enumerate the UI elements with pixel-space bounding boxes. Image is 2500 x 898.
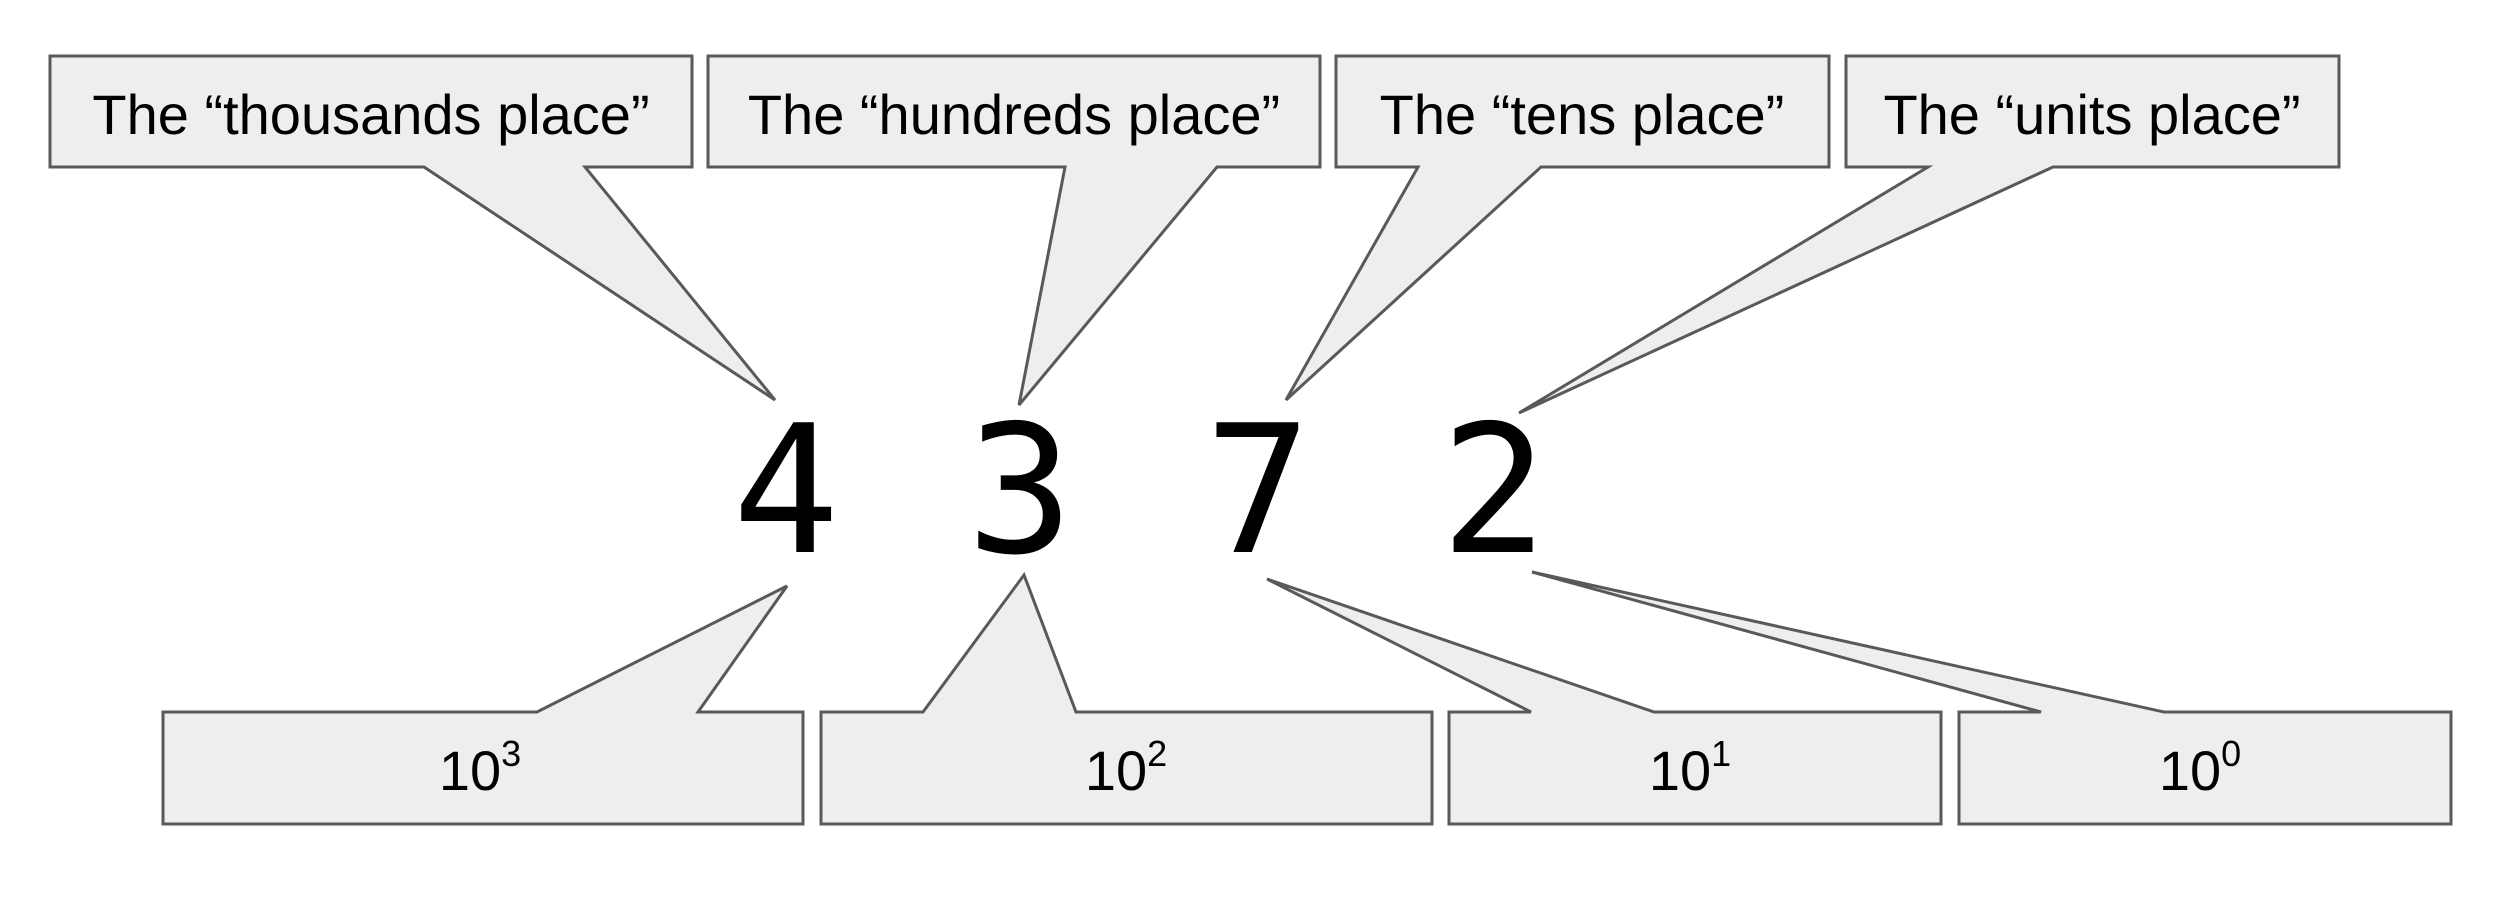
callout-power-3: 103 [161, 584, 805, 826]
callout-units-place-shape [1518, 54, 2341, 415]
power-3-exponent: 3 [501, 733, 521, 774]
callout-power-1-shape [1266, 577, 1943, 826]
callout-hundreds-place: The “hundreds place” [706, 54, 1322, 406]
callout-thousands-place-shape [48, 54, 777, 402]
power-label-2: 102 [1085, 733, 1167, 802]
power-0-exponent: 0 [2221, 733, 2241, 774]
power-2-base: 10 [1085, 739, 1147, 802]
power-label-1: 101 [1649, 733, 1731, 802]
callout-power-0-shape [1531, 570, 2453, 826]
digit-units: 2 [1440, 387, 1547, 594]
power-2-exponent: 2 [1147, 733, 1167, 774]
power-3-base: 10 [439, 739, 501, 802]
callout-hundreds-place-shape [706, 54, 1322, 406]
callout-tens-place: The “tens place” [1284, 54, 1831, 402]
power-label-0: 100 [2159, 733, 2241, 802]
power-1-exponent: 1 [1711, 733, 1731, 774]
callout-power-2: 102 [819, 571, 1434, 826]
callout-thousands-place: The “thousands place” [48, 54, 777, 402]
power-label-3: 103 [439, 733, 521, 802]
label-thousands-place: The “thousands place” [92, 83, 649, 146]
label-tens-place: The “tens place” [1380, 83, 1785, 146]
callout-power-0: 100 [1531, 570, 2453, 826]
number-4372: 4 3 7 2 [732, 387, 1547, 594]
digit-thousands: 4 [732, 387, 839, 594]
label-hundreds-place: The “hundreds place” [748, 83, 1280, 146]
callout-tens-place-shape [1284, 54, 1831, 402]
callout-power-2-shape [819, 571, 1434, 826]
label-units-place: The “units place” [1883, 83, 2300, 146]
callout-units-place: The “units place” [1518, 54, 2341, 415]
callout-power-1: 101 [1266, 577, 1943, 826]
power-1-base: 10 [1649, 739, 1711, 802]
power-0-base: 10 [2159, 739, 2221, 802]
callout-power-3-shape [161, 584, 805, 826]
digit-hundreds: 3 [966, 387, 1073, 594]
digit-tens: 7 [1204, 387, 1311, 594]
